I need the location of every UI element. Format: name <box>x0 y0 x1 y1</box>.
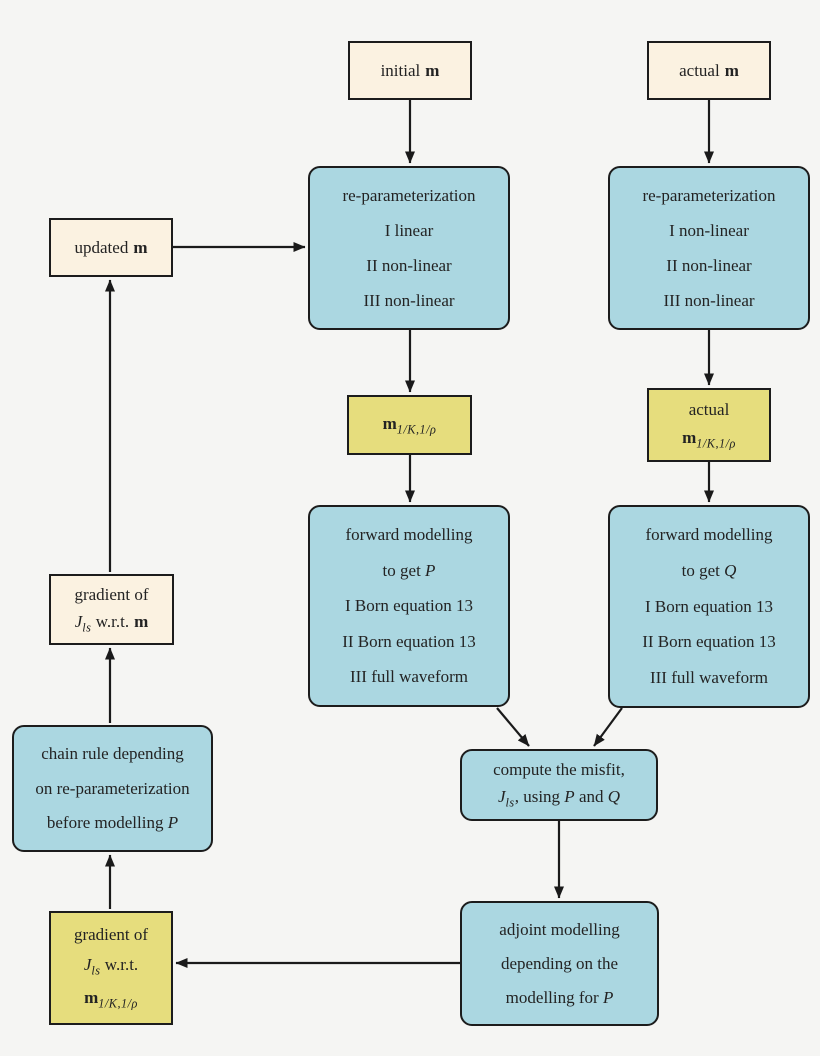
gradient-m-line-2: Jls w.r.t.m <box>74 611 149 634</box>
reparam-left-item-2: II non-linear <box>366 255 452 275</box>
box-reparam-left: re-parameterization I linear II non-line… <box>308 166 510 330</box>
reparam-right-item-2: II non-linear <box>666 255 752 275</box>
chain-rule-line-3: before modelling P <box>46 813 179 833</box>
box-m-param: m1/K,1/ρ <box>347 395 472 455</box>
box-gradient-m: gradient of Jls w.r.t.m <box>49 574 174 645</box>
reparam-left-item-3: III non-linear <box>363 290 455 310</box>
reparam-left-item-1: I linear <box>384 220 434 240</box>
forward-p-item-3: III full waveform <box>349 667 468 687</box>
m-param-label: m1/K,1/ρ <box>382 413 437 437</box>
forward-q-item-2: II Born equation 13 <box>642 632 776 652</box>
gradient-param-line-1: gradient of <box>73 925 149 945</box>
forward-p-item-1: I Born equation 13 <box>345 596 473 616</box>
forward-q-title: forward modelling <box>645 525 773 545</box>
box-gradient-param: gradient of Jls w.r.t. m1/K,1/ρ <box>49 911 173 1025</box>
reparam-left-title: re-parameterization <box>342 185 476 205</box>
box-forward-q: forward modelling to get Q I Born equati… <box>608 505 810 708</box>
forward-q-goal: to get Q <box>681 560 737 580</box>
box-actual-m-param: actual m1/K,1/ρ <box>647 388 771 462</box>
gradient-param-line-3: m1/K,1/ρ <box>84 988 138 1011</box>
adjoint-line-1: adjoint modelling <box>499 919 620 939</box>
arrow-forward-q-to-misfit <box>593 707 623 747</box>
box-compute-misfit: compute the misfit, Jls, using P and Q <box>460 749 658 821</box>
box-reparam-right: re-parameterization I non-linear II non-… <box>608 166 810 330</box>
adjoint-line-3: modelling for P <box>505 987 614 1007</box>
reparam-right-item-3: III non-linear <box>663 290 755 310</box>
arrow-forward-p-to-misfit <box>496 707 530 747</box>
box-chain-rule: chain rule depending on re-parameterizat… <box>12 725 213 852</box>
forward-p-item-2: II Born equation 13 <box>342 631 476 651</box>
gradient-param-line-2: Jls w.r.t. <box>83 955 139 978</box>
compute-misfit-line-1: compute the misfit, <box>493 760 625 780</box>
adjoint-line-2: depending on the <box>500 953 619 973</box>
reparam-right-title: re-parameterization <box>642 185 776 205</box>
forward-p-goal: to get P <box>382 560 436 580</box>
chain-rule-line-1: chain rule depending <box>41 744 184 764</box>
compute-misfit-line-2: Jls, using P and Q <box>497 787 621 810</box>
box-forward-p: forward modelling to get P I Born equati… <box>308 505 510 707</box>
forward-p-title: forward modelling <box>345 525 473 545</box>
forward-q-item-3: III full waveform <box>649 668 768 688</box>
gradient-m-line-1: gradient of <box>74 585 149 604</box>
forward-q-item-1: I Born equation 13 <box>645 596 773 616</box>
reparam-right-item-1: I non-linear <box>669 220 749 240</box>
actual-m-param-symbol: m1/K,1/ρ <box>682 427 736 450</box>
actual-m-param-title: actual <box>688 400 730 419</box>
chain-rule-line-2: on re-parameterization <box>35 778 190 798</box>
box-adjoint: adjoint modelling depending on the model… <box>460 901 659 1026</box>
